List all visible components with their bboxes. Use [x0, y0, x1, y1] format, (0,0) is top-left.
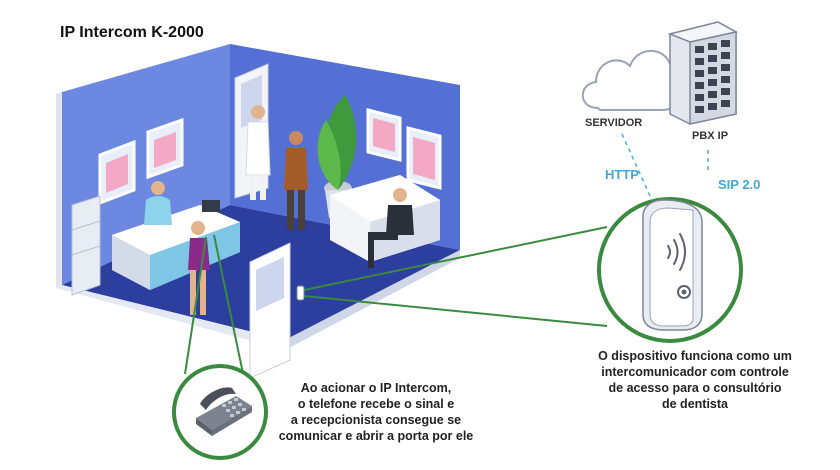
- device-description-line: de dentista: [575, 396, 815, 412]
- device-description-line: O dispositivo funciona como um: [575, 348, 815, 364]
- sip-protocol-label: SIP 2.0: [718, 177, 760, 192]
- device-description: O dispositivo funciona como um intercomu…: [575, 348, 815, 412]
- shelf: [72, 196, 100, 295]
- diagram-title: IP Intercom K-2000: [60, 24, 204, 42]
- http-dashed-connector: [622, 134, 650, 196]
- left-wall-edge: [56, 92, 62, 288]
- phone-description-line: a recepcionista consegue se: [256, 412, 496, 428]
- intercom-small-icon: [297, 286, 304, 300]
- intercom-device-callout: [599, 199, 741, 341]
- phone-description-line: comunicar e abrir a porta por ele: [256, 428, 496, 444]
- server-label: SERVIDOR: [585, 117, 642, 129]
- device-description-line: de acesso para o consultório: [575, 380, 815, 396]
- pbx-rack-icon: [670, 22, 736, 124]
- device-description-line: intercomunicador com controle: [575, 364, 815, 380]
- phone-description-line: o telefone recebe o sinal e: [256, 396, 496, 412]
- pbx-label: PBX IP: [692, 130, 728, 142]
- http-protocol-label: HTTP: [605, 167, 639, 182]
- office-room-illustration: [56, 44, 460, 378]
- phone-description-line: Ao acionar o IP Intercom,: [256, 380, 496, 396]
- telephone-callout: [174, 366, 266, 458]
- phone-description: Ao acionar o IP Intercom, o telefone rec…: [256, 380, 496, 444]
